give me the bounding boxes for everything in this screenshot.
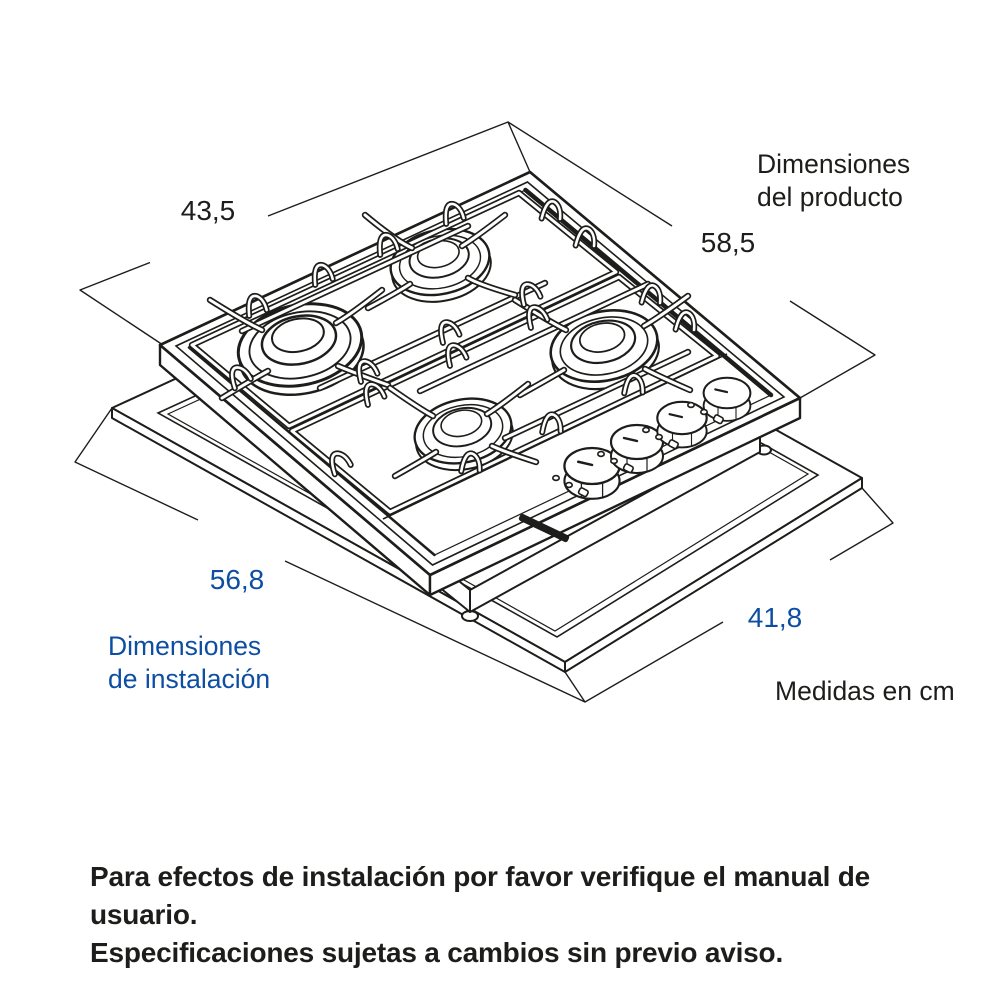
footer-line2: Especificaciones sujetas a cambios sin p… bbox=[90, 937, 784, 968]
dim-label-installation-depth: 41,8 bbox=[747, 602, 803, 633]
installation-dimensions-heading: Dimensiones de instalación bbox=[108, 630, 270, 696]
product-dimensions-heading-line1: Dimensiones bbox=[757, 149, 911, 179]
dim-label-installation-width: 56,8 bbox=[209, 564, 265, 595]
dim-label-product-width: 58,5 bbox=[700, 227, 756, 258]
dim-label-product-depth: 43,5 bbox=[180, 195, 236, 226]
cooktop bbox=[158, 170, 802, 622]
cooktop-top-surface bbox=[158, 170, 802, 577]
product-dimensions-heading: Dimensiones del producto bbox=[757, 148, 910, 214]
footer-disclaimer: Para efectos de instalación por favor ve… bbox=[90, 858, 970, 972]
installation-dimensions-heading-line1: Dimensiones bbox=[108, 631, 262, 661]
footer-line1: Para efectos de instalación por favor ve… bbox=[90, 861, 871, 930]
product-dimensions-heading-line2: del producto bbox=[757, 182, 903, 212]
dimension-lines bbox=[74, 121, 894, 703]
units-note: Medidas en cm bbox=[775, 676, 955, 706]
pan-support-grates bbox=[188, 189, 721, 516]
brand-logo-bar bbox=[518, 513, 570, 543]
installation-dimensions-heading-line2: de instalación bbox=[108, 664, 271, 694]
